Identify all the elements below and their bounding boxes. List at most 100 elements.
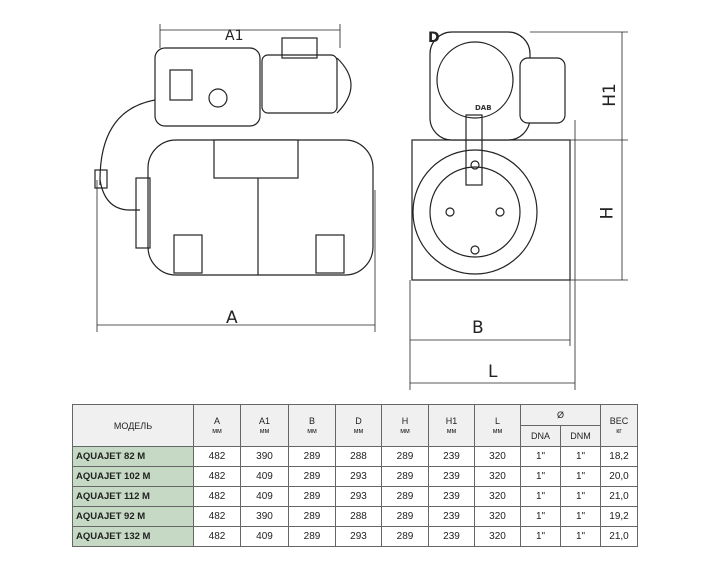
technical-drawing [94,24,628,390]
value-cell: 1" [520,466,561,487]
value-cell: 320 [474,466,521,487]
model-name-cell: AQUAJET 92 M [72,506,194,527]
dimension-label-a1: A1 [225,28,244,44]
value-cell: 320 [474,446,521,467]
header-b-unit: мм [307,428,317,435]
value-cell: 239 [428,526,475,547]
header-a-unit: мм [212,428,222,435]
header-a1: A1 мм [240,404,289,447]
side-view-pump [94,37,374,276]
dimension-label-a: A [226,308,238,328]
value-cell: 1" [560,526,601,547]
header-h-name: H [401,416,409,426]
value-cell: 289 [288,506,336,527]
header-dna: DNA [520,425,561,447]
value-cell: 288 [335,506,382,527]
model-name-cell: AQUAJET 112 M [72,486,194,507]
value-cell: 482 [193,506,241,527]
value-cell: 390 [240,446,289,467]
value-cell: 289 [288,526,336,547]
value-cell: 289 [381,526,429,547]
header-diameter: Ø [520,404,601,426]
value-cell: 20,0 [600,466,638,487]
value-cell: 239 [428,506,475,527]
value-cell: 239 [428,446,475,467]
value-cell: 289 [381,446,429,467]
dimension-lines [96,24,628,390]
header-l-unit: мм [492,428,503,435]
value-cell: 1" [520,526,561,547]
value-cell: 409 [240,466,289,487]
model-name-cell: AQUAJET 102 M [72,466,194,487]
header-dnm: DNM [560,425,601,447]
value-cell: 482 [193,526,241,547]
value-cell: 1" [560,506,601,527]
value-cell: 320 [474,486,521,507]
value-cell: 293 [335,526,382,547]
value-cell: 1" [520,486,561,507]
value-cell: 239 [428,486,475,507]
value-cell: 21,0 [600,486,638,507]
header-model: МОДЕЛЬ [72,404,194,447]
header-weight: ВЕС кг [600,404,638,447]
dimension-label-b: B [472,318,484,338]
dimension-label-h1: H1 [599,83,620,107]
front-view-pump [411,31,571,281]
model-name-cell: AQUAJET 132 M [72,526,194,547]
value-cell: 409 [240,486,289,507]
header-b-name: B [308,416,315,426]
header-a1-unit: мм [259,428,270,435]
header-a1-name: A1 [258,416,270,426]
value-cell: 1" [560,486,601,507]
value-cell: 293 [335,466,382,487]
value-cell: 289 [288,466,336,487]
value-cell: 482 [193,446,241,467]
value-cell: 409 [240,526,289,547]
dimension-label-d: D [428,30,440,46]
header-h1-name: H1 [445,416,458,426]
value-cell: 289 [288,446,336,467]
value-cell: 320 [474,506,521,527]
value-cell: 289 [381,466,429,487]
header-weight-unit: кг [616,428,622,435]
model-name-cell: AQUAJET 82 M [72,446,194,467]
header-a-name: A [213,416,220,426]
dimension-label-l: L [488,362,498,382]
value-cell: 289 [288,486,336,507]
value-cell: 390 [240,506,289,527]
header-d-unit: мм [353,428,364,435]
value-cell: 288 [335,446,382,467]
value-cell: 21,0 [600,526,638,547]
header-h-unit: мм [400,428,410,435]
value-cell: 1" [520,506,561,527]
value-cell: 239 [428,466,475,487]
value-cell: 320 [474,526,521,547]
value-cell: 1" [560,446,601,467]
header-weight-name: ВЕС [609,416,629,426]
header-l-name: L [494,416,500,426]
dimension-label-h: H [597,206,618,220]
value-cell: 18,2 [600,446,638,467]
value-cell: 1" [560,466,601,487]
value-cell: 482 [193,466,241,487]
value-cell: 1" [520,446,561,467]
value-cell: 482 [193,486,241,507]
value-cell: 289 [381,506,429,527]
value-cell: 19,2 [600,506,638,527]
header-h1: H1 мм [428,404,475,447]
brand-label: DAB [475,104,492,112]
header-d-name: D [355,416,362,426]
header-h1-unit: мм [446,428,457,435]
value-cell: 289 [381,486,429,507]
